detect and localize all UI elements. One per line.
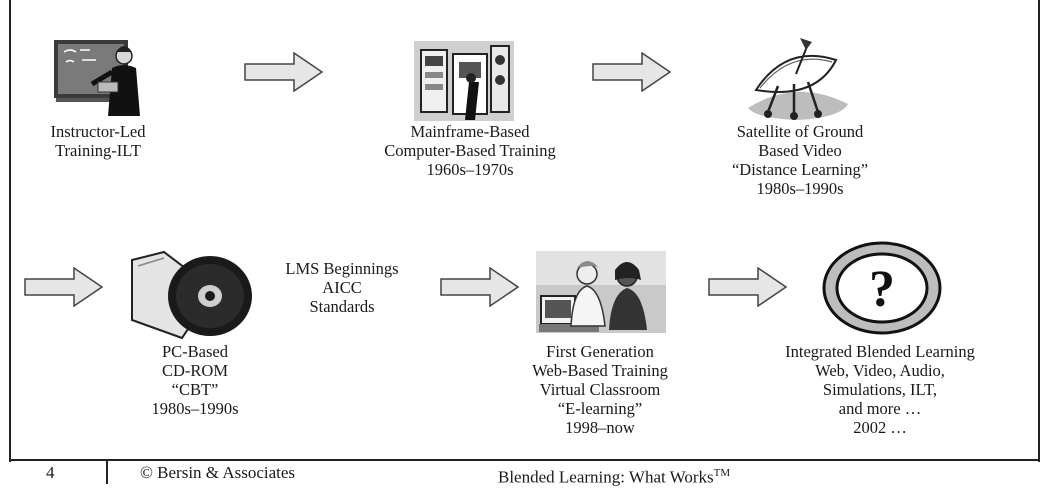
stage-label-mainframe: Mainframe-Based Computer-Based Training … (384, 122, 556, 179)
footer-divider (106, 461, 108, 484)
frame-bottom-border (9, 459, 1040, 461)
right-arrow-icon (708, 267, 788, 307)
lms-beginnings-label: LMS Beginnings AICC Standards (285, 259, 399, 316)
people-at-computer-icon (536, 251, 666, 333)
satellite-dish-icon (748, 38, 848, 120)
book-title-text: Blended Learning: What Works (498, 467, 714, 487)
right-arrow-icon (24, 267, 104, 307)
right-arrow-icon (244, 52, 324, 92)
stage-label-satellite: Satellite of Ground Based Video “Distanc… (731, 122, 869, 198)
book-title: Blended Learning: What WorksTM (498, 462, 730, 489)
svg-text:?: ? (869, 261, 895, 318)
question-mark-icon: ? (822, 241, 942, 335)
mainframe-computer-icon (414, 41, 514, 121)
stage-label-web-based: First Generation Web-Based Training Virt… (532, 342, 668, 437)
right-arrow-icon (440, 267, 520, 307)
page-number: 4 (46, 463, 55, 482)
frame-right-border (1038, 0, 1040, 462)
stage-label-blended: Integrated Blended Learning Web, Video, … (785, 342, 975, 437)
cd-rom-icon (131, 250, 252, 340)
copyright-text: © Bersin & Associates (140, 463, 296, 482)
teacher-chalkboard-icon (54, 40, 140, 116)
frame-left-border (9, 0, 11, 462)
trademark-symbol: TM (713, 467, 731, 479)
stage-label-ilt: Instructor-Led Training-ILT (50, 122, 146, 160)
right-arrow-icon (592, 52, 672, 92)
stage-label-cdrom: PC-Based CD-ROM “CBT” 1980s–1990s (151, 342, 239, 418)
